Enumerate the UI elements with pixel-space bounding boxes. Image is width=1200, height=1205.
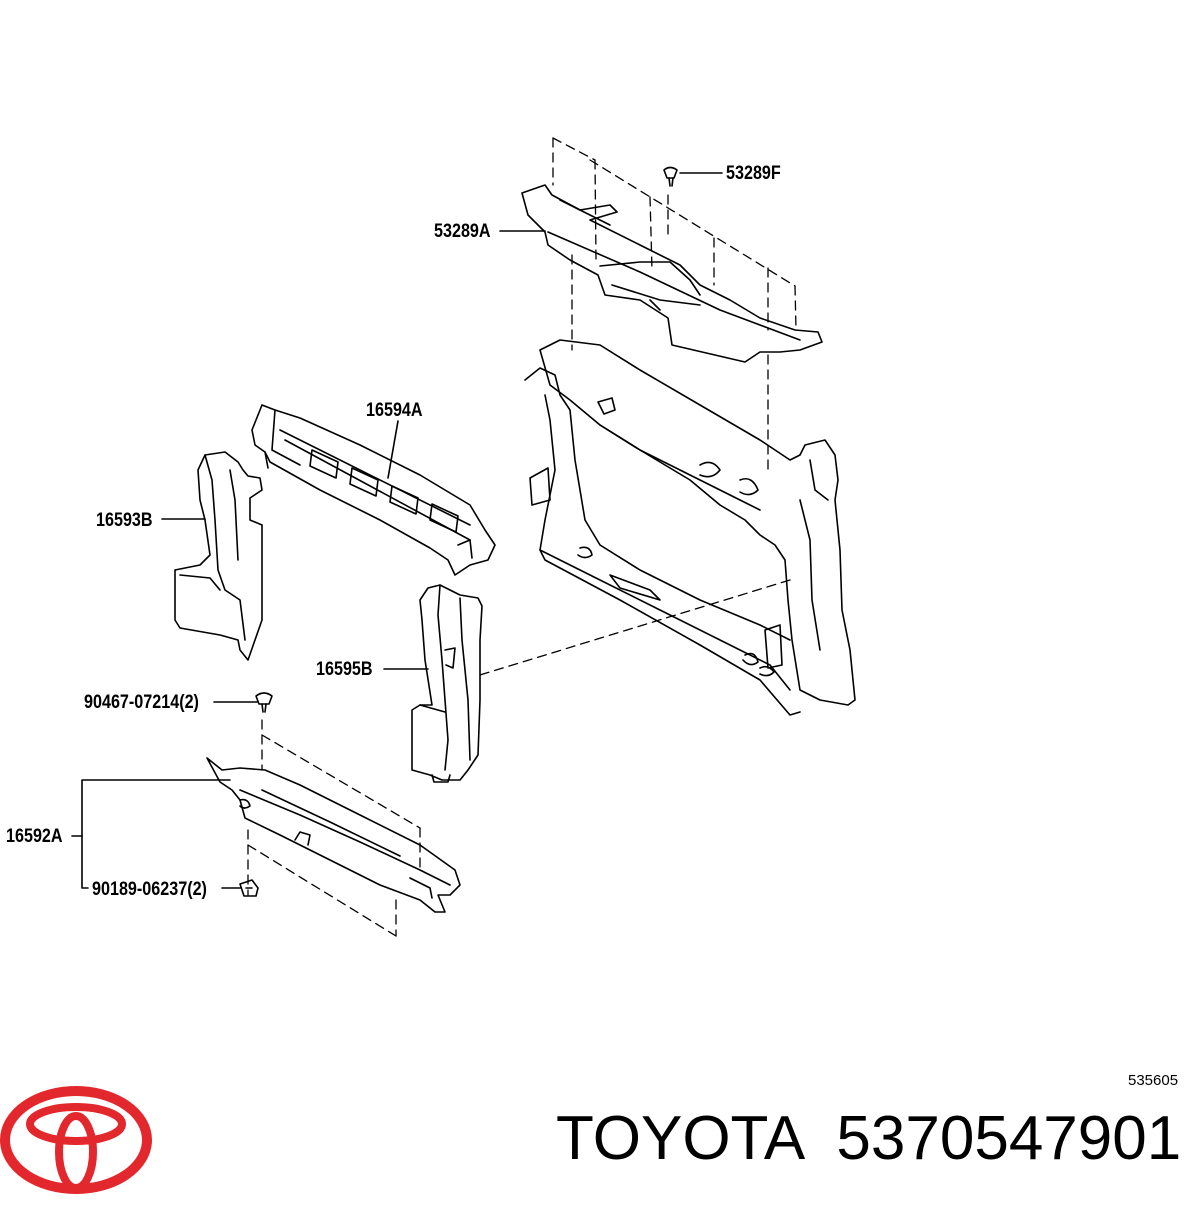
toyota-logo-icon — [0, 1086, 152, 1194]
brand-name: TOYOTA — [556, 1104, 806, 1173]
upper-seal-53289A-icon — [521, 184, 823, 363]
footer-part-label: TOYOTA 5370547901 — [556, 1108, 1181, 1170]
label-16595B: 16595B — [316, 659, 373, 680]
label-90189-06237: 90189-06237(2) — [92, 879, 207, 900]
side-seal-16595B-icon — [411, 584, 483, 783]
reference-code: 535605 — [1128, 1072, 1179, 1089]
air-duct-16594A-icon — [251, 404, 496, 576]
lower-seal-16592A-icon — [206, 757, 461, 913]
label-53289A: 53289A — [434, 221, 491, 242]
leader-lines — [71, 172, 723, 889]
label-16592A: 16592A — [6, 826, 63, 847]
clip-90467-icon — [255, 692, 273, 713]
label-16593B: 16593B — [96, 510, 153, 531]
clip-53289F-icon — [663, 166, 678, 187]
side-seal-16593B-icon — [174, 451, 263, 661]
part-number: 5370547901 — [836, 1104, 1182, 1173]
clip-90189-icon — [239, 879, 259, 897]
label-90467-07214: 90467-07214(2) — [84, 692, 199, 713]
radiator-support-frame-icon — [524, 339, 856, 716]
label-53289F: 53289F — [726, 163, 781, 184]
label-16594A: 16594A — [366, 400, 423, 421]
dashed-guides — [247, 137, 797, 937]
